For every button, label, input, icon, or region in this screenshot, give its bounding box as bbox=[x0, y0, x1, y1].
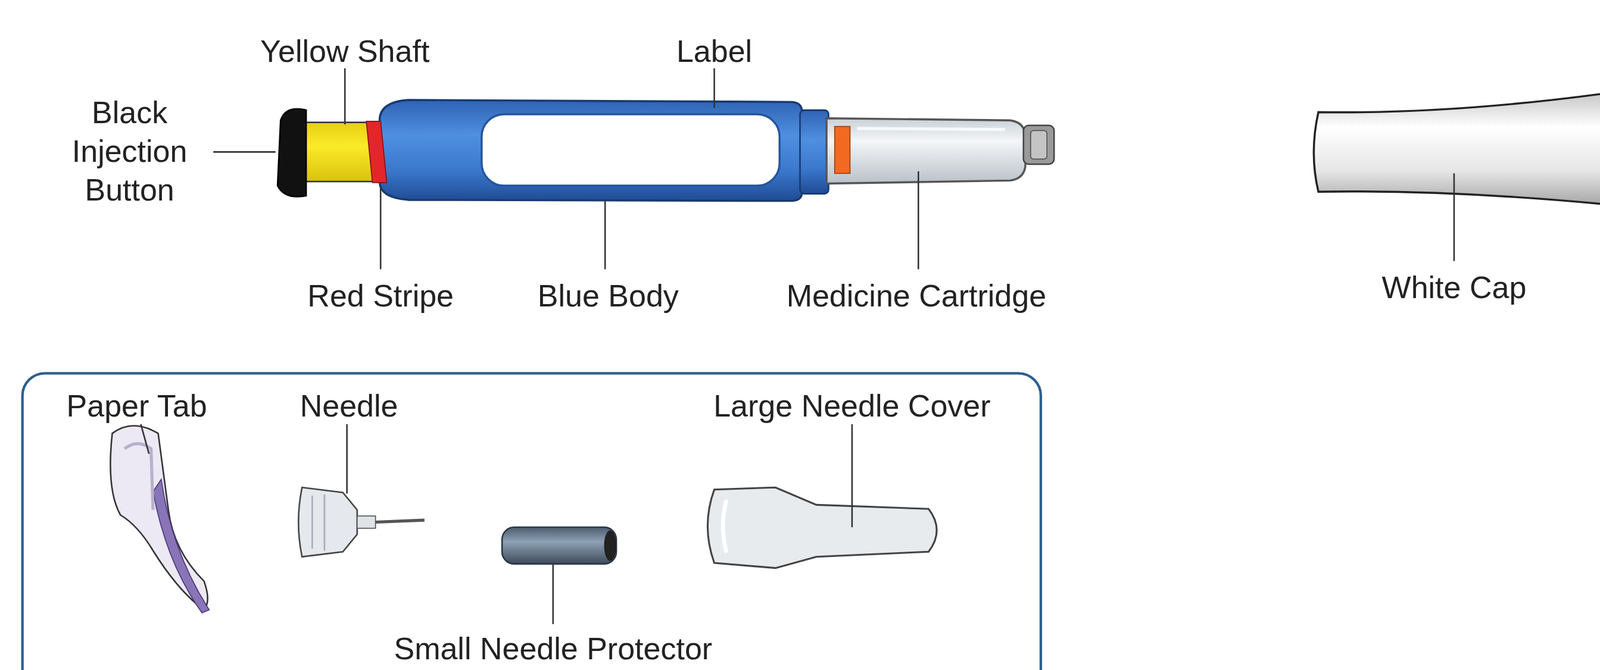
blue-body bbox=[379, 100, 802, 202]
large-needle-cover bbox=[707, 487, 937, 569]
leader-line bbox=[1453, 173, 1456, 261]
hub-rib bbox=[323, 494, 326, 551]
leader-line bbox=[344, 68, 346, 125]
hub-rib bbox=[311, 496, 314, 550]
needle-base bbox=[357, 516, 376, 529]
cartridge-plunger bbox=[834, 126, 851, 174]
part-label: Black Injection Button bbox=[52, 92, 208, 210]
needle-parts-box bbox=[22, 373, 1041, 670]
needle-hub bbox=[298, 487, 358, 558]
part-label: Small Needle Protector bbox=[393, 629, 713, 669]
insulin-pen bbox=[277, 100, 1054, 202]
red-stripe bbox=[366, 121, 387, 183]
medicine-cartridge bbox=[826, 118, 1026, 184]
white-cap bbox=[1313, 94, 1600, 205]
leader-line bbox=[213, 151, 276, 154]
leader-line bbox=[345, 424, 348, 495]
leader-line bbox=[140, 424, 149, 455]
part-label: Blue Body bbox=[537, 276, 679, 315]
leader-line bbox=[379, 186, 382, 270]
blue-collar bbox=[800, 110, 829, 195]
part-label: Label bbox=[676, 31, 753, 71]
small-needle-protector bbox=[501, 527, 617, 565]
leader-line bbox=[713, 68, 716, 109]
part-label: Yellow Shaft bbox=[260, 31, 430, 71]
needle-shaft bbox=[375, 520, 425, 523]
yellow-shaft bbox=[304, 122, 374, 182]
part-label: Large Needle Cover bbox=[713, 387, 991, 426]
part-label: Needle bbox=[300, 387, 399, 426]
leader-line bbox=[552, 564, 555, 625]
leader-line bbox=[917, 171, 920, 270]
pen-label bbox=[481, 114, 780, 186]
part-label: White Cap bbox=[1382, 268, 1527, 308]
paper-tab-strip bbox=[153, 479, 210, 614]
part-label: Paper Tab bbox=[66, 387, 208, 426]
protector-opening bbox=[603, 530, 617, 561]
leader-line bbox=[851, 424, 854, 528]
cartridge-cap bbox=[1023, 125, 1054, 165]
leader-lines bbox=[140, 68, 1454, 625]
cartridge-shine bbox=[856, 128, 1005, 130]
part-label: Medicine Cartridge bbox=[786, 276, 1047, 315]
leader-line bbox=[604, 201, 607, 270]
injection-button bbox=[277, 108, 307, 198]
part-label: Red Stripe bbox=[307, 276, 454, 315]
cover-shine bbox=[722, 500, 727, 554]
cartridge-seal bbox=[1030, 130, 1047, 159]
